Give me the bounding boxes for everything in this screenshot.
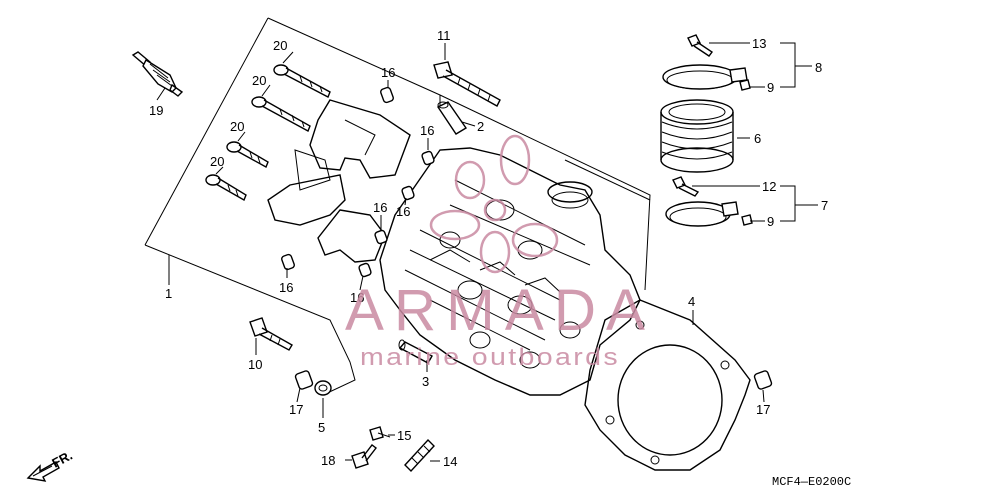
bolt-20-d bbox=[205, 174, 247, 202]
dowel-2 bbox=[436, 101, 468, 135]
dowel-3 bbox=[398, 339, 433, 364]
callout-16-a: 16 bbox=[381, 65, 395, 80]
stud-bolt-11 bbox=[433, 61, 501, 107]
spark-plug bbox=[131, 51, 184, 97]
bolt-20-a bbox=[273, 64, 331, 98]
callout-12: 12 bbox=[762, 179, 776, 194]
dowel-pins-16 bbox=[281, 86, 435, 278]
callout-20-d: 20 bbox=[210, 154, 224, 169]
bolt-20-c bbox=[226, 141, 269, 168]
callout-13: 13 bbox=[752, 36, 766, 51]
diagram-code: MCF4—E0200C bbox=[772, 475, 851, 489]
nut-9-upper bbox=[739, 79, 751, 91]
dowel-17-left bbox=[294, 370, 314, 390]
clamp-8 bbox=[662, 64, 748, 90]
watermark-brand: ARMADA bbox=[345, 278, 655, 343]
bolt-20-b bbox=[251, 96, 311, 132]
callout-16-d: 16 bbox=[373, 200, 387, 215]
cylinder-head bbox=[379, 147, 641, 396]
leader-lines bbox=[156, 42, 818, 462]
callout-20-b: 20 bbox=[252, 73, 266, 88]
camshaft-holder-lower bbox=[317, 209, 386, 263]
callout-16-e: 16 bbox=[350, 290, 364, 305]
dowel-17-right bbox=[753, 370, 773, 390]
callout-11: 11 bbox=[437, 28, 451, 43]
callout-9-upper: 9 bbox=[767, 80, 774, 95]
stud-bolt-14 bbox=[404, 438, 435, 473]
callout-10: 10 bbox=[248, 357, 262, 372]
callout-20-c: 20 bbox=[230, 119, 244, 134]
callout-16-b: 16 bbox=[420, 123, 434, 138]
callout-14: 14 bbox=[443, 454, 457, 469]
callout-15: 15 bbox=[397, 428, 411, 443]
screw-13 bbox=[687, 34, 714, 57]
bolt-15 bbox=[369, 426, 391, 441]
callout-2: 2 bbox=[477, 119, 484, 134]
callout-16-c: 16 bbox=[396, 204, 410, 219]
callout-19: 19 bbox=[149, 103, 163, 118]
callout-6: 6 bbox=[754, 131, 761, 146]
watermark: ARMADA marine outboards bbox=[345, 134, 655, 371]
callout-7: 7 bbox=[821, 198, 828, 213]
callout-1: 1 bbox=[165, 286, 172, 301]
head-gasket bbox=[584, 299, 751, 471]
camshaft-holder-upper bbox=[267, 99, 411, 226]
callout-9-lower: 9 bbox=[767, 214, 774, 229]
clamp-7 bbox=[665, 201, 739, 227]
oring-5 bbox=[314, 380, 332, 396]
callout-16-f: 16 bbox=[279, 280, 293, 295]
callout-18: 18 bbox=[321, 453, 335, 468]
callout-20-a: 20 bbox=[273, 38, 287, 53]
callout-17-right: 17 bbox=[756, 402, 770, 417]
callout-3: 3 bbox=[422, 374, 429, 389]
watermark-tagline: marine outboards bbox=[360, 344, 620, 371]
screw-12 bbox=[672, 176, 700, 197]
callout-5: 5 bbox=[318, 420, 325, 435]
insulator-6 bbox=[660, 99, 734, 173]
assembly-outline bbox=[144, 17, 651, 396]
nut-9-lower bbox=[741, 214, 753, 226]
callout-17-left: 17 bbox=[289, 402, 303, 417]
front-direction-marker: FR. bbox=[26, 448, 75, 482]
bolt-10 bbox=[249, 317, 293, 351]
callout-labels: 1 2 3 4 5 6 7 8 9 9 10 11 12 13 14 15 16… bbox=[149, 28, 828, 469]
callout-4: 4 bbox=[688, 294, 695, 309]
flower-logo-icon bbox=[429, 134, 559, 274]
bolt-18 bbox=[351, 444, 377, 469]
callout-8: 8 bbox=[815, 60, 822, 75]
